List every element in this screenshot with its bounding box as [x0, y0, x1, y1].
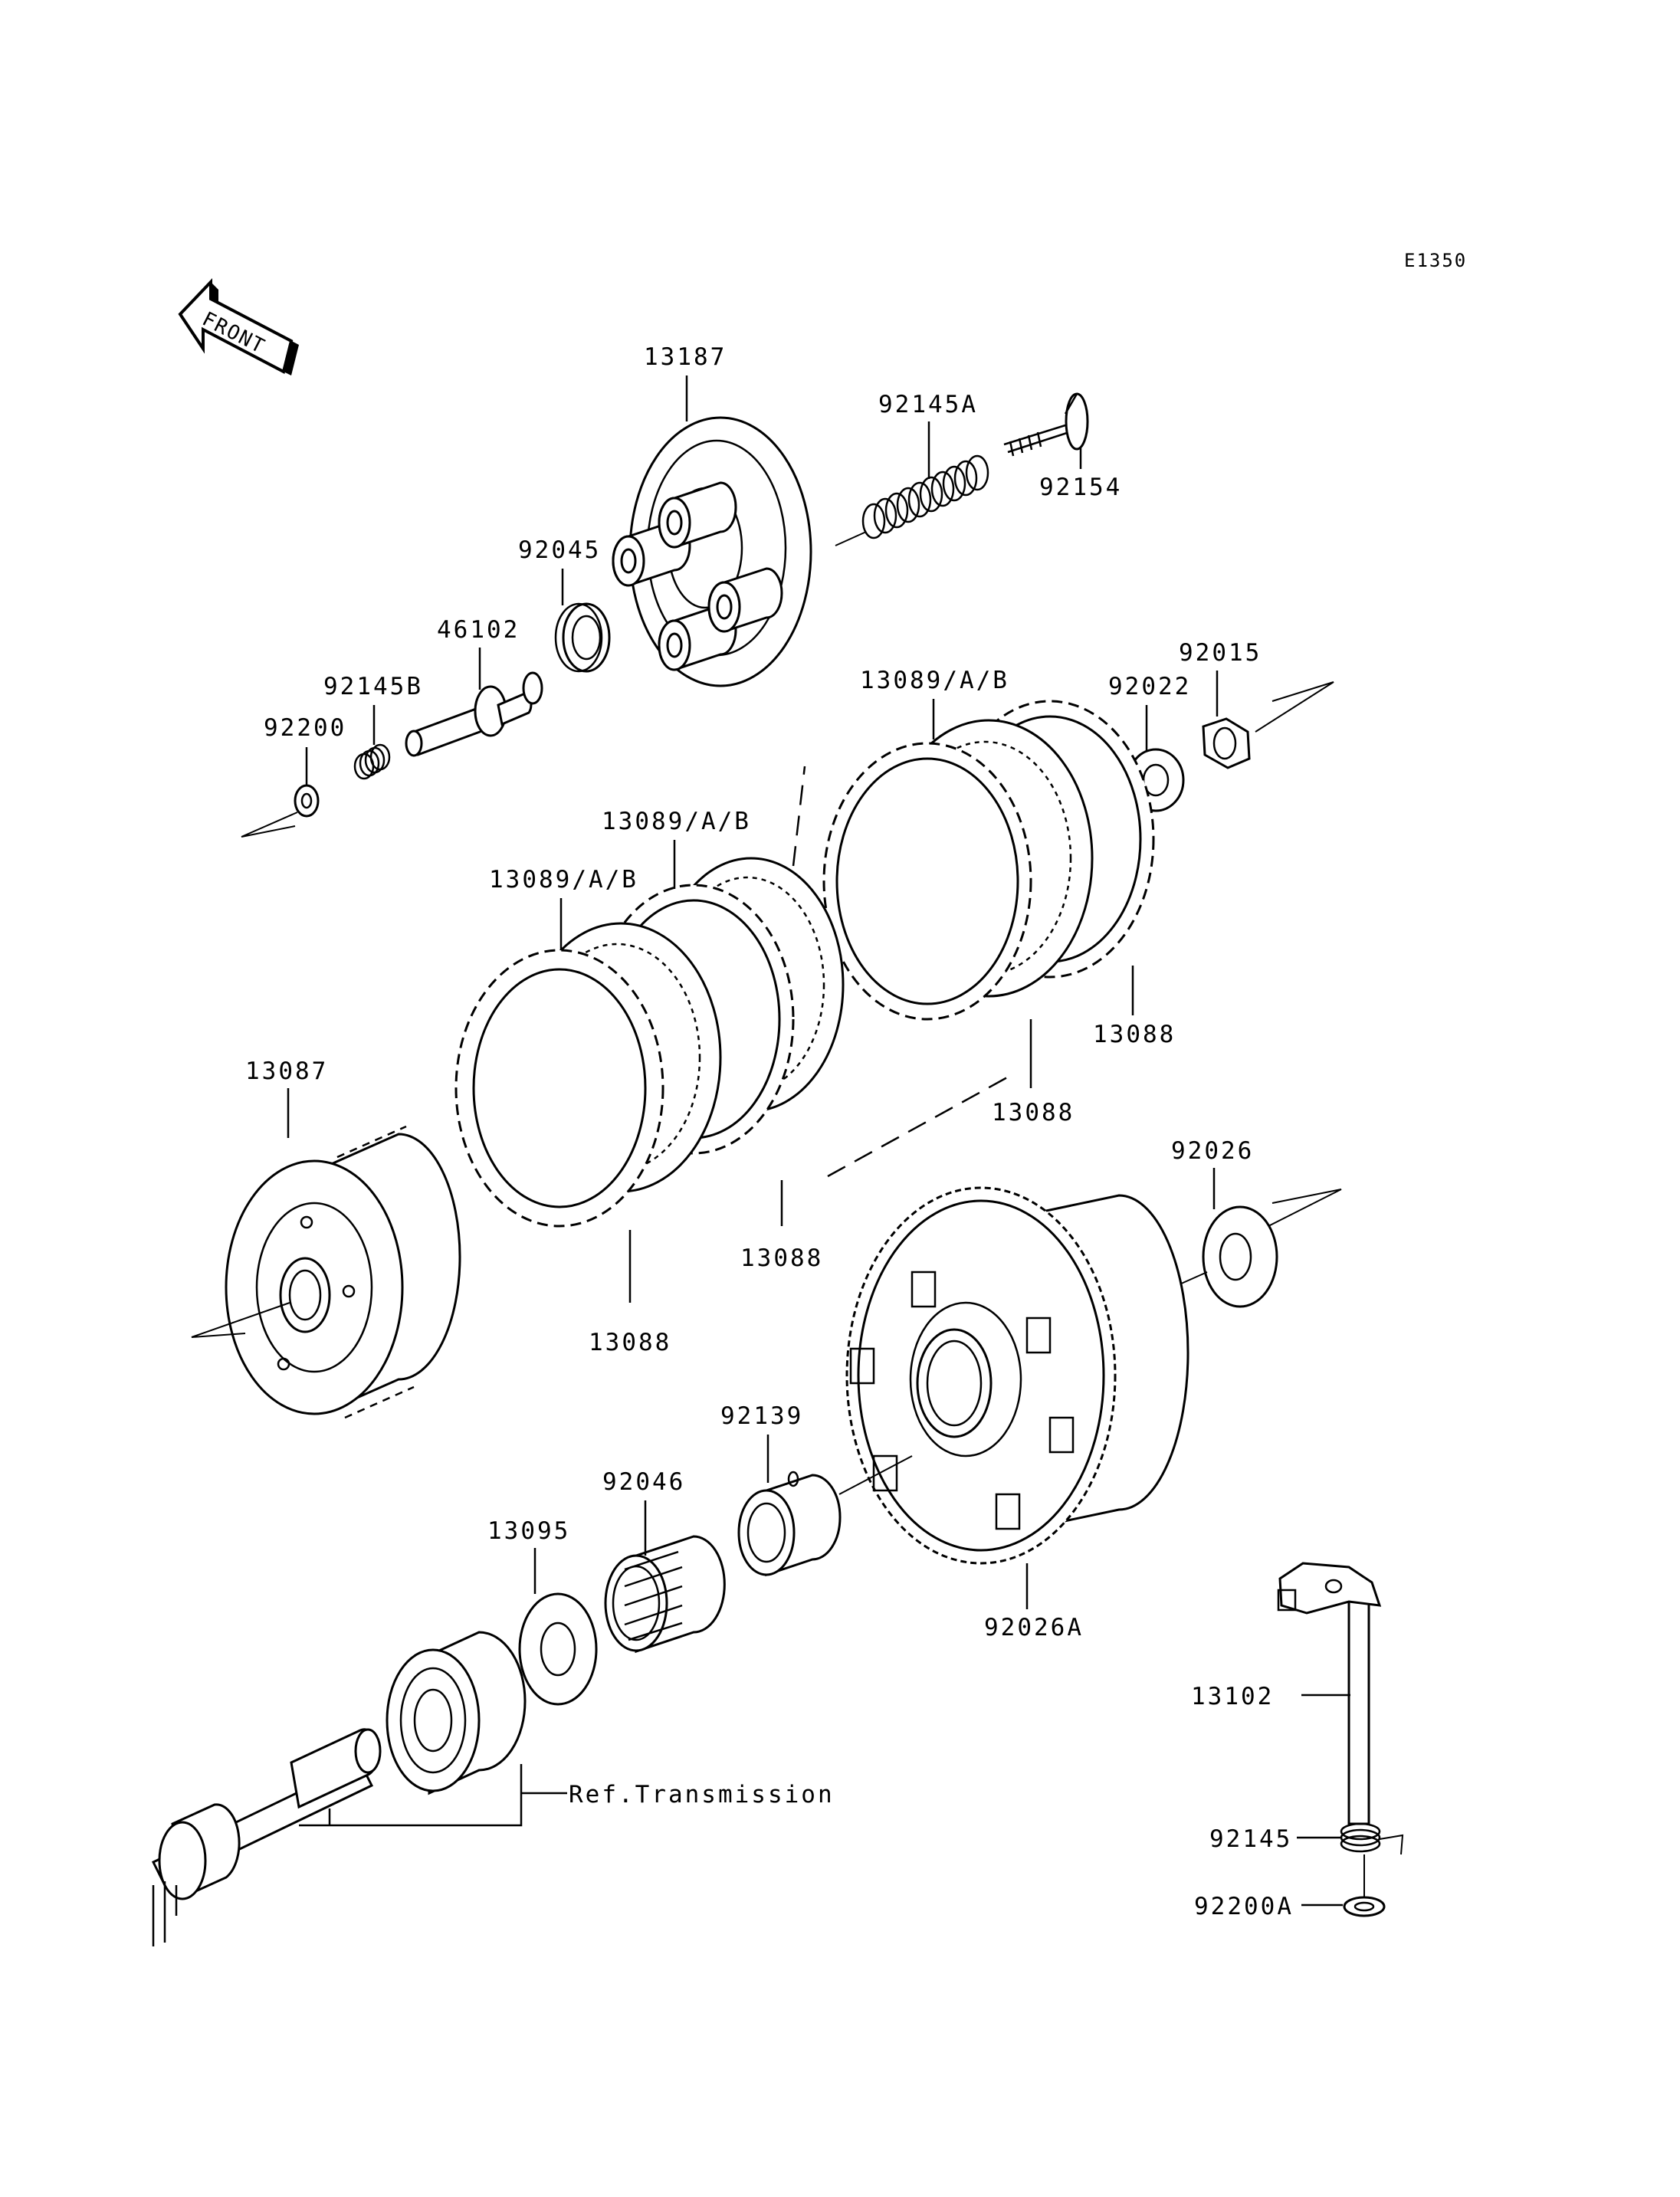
release-shaft-13102 [1277, 1562, 1382, 1825]
label-13088-mid-top: 13088 [992, 1099, 1075, 1126]
friction-plate-13088-front [454, 949, 664, 1228]
label-92045: 92045 [518, 536, 601, 564]
clutch-hub-13087 [191, 1125, 461, 1419]
label-92145B: 92145B [323, 673, 423, 700]
label-92022: 92022 [1108, 673, 1191, 700]
label-92145A: 92145A [878, 391, 978, 418]
washer-92026A [518, 1592, 598, 1706]
label-13089-mid: 13089/A/B [602, 808, 751, 835]
front-arrow-icon: FRONT [178, 278, 299, 375]
ref-transmission-label: Ref.Transmission [569, 1781, 835, 1808]
label-92015: 92015 [1179, 639, 1262, 667]
label-92026A: 13095 [487, 1517, 570, 1545]
label-92200A: 92200A [1194, 1893, 1294, 1920]
label-13089-top: 13089/A/B [860, 667, 1009, 694]
label-13089-front: 13089/A/B [489, 866, 638, 894]
label-13087: 13087 [245, 1058, 328, 1085]
sleeve-92139 [737, 1455, 913, 1577]
label-13095: 92026A [984, 1614, 1084, 1641]
label-13088-top: 13088 [1093, 1021, 1176, 1048]
friction-plate-13088-mid-top [822, 742, 1032, 1021]
label-13187: 13187 [644, 343, 727, 371]
label-46102: 46102 [437, 616, 520, 644]
label-13102: 13102 [1191, 1683, 1274, 1710]
bearing-92045 [554, 602, 611, 673]
diagram-code: E1350 [1404, 250, 1467, 271]
bolt-92154 [1003, 392, 1089, 457]
pushrod-46102 [405, 671, 543, 757]
needle-bearing-92046 [604, 1535, 726, 1654]
pressure-plate-13187 [612, 416, 812, 687]
transmission-bearing [386, 1631, 527, 1795]
washer-92200A [1343, 1896, 1386, 1917]
label-92145: 92145 [1209, 1825, 1292, 1853]
transmission-shaft [151, 1728, 382, 1946]
label-92139: 92139 [720, 1402, 803, 1430]
label-92026: 92026 [1171, 1137, 1254, 1165]
label-13088-front: 13088 [589, 1329, 671, 1356]
spring-92145 [1340, 1822, 1404, 1855]
label-92200: 92200 [264, 714, 346, 742]
clutch-housing-13095 [845, 1186, 1189, 1565]
washer-92026 [1172, 1189, 1342, 1308]
label-13088-mid: 13088 [740, 1244, 823, 1272]
label-92154: 92154 [1039, 474, 1122, 501]
label-92046: 92046 [602, 1468, 685, 1496]
washer-92200 [241, 784, 320, 838]
spring-92145B [353, 743, 391, 780]
spring-92145A [835, 454, 989, 546]
nut-92015 [1202, 681, 1334, 769]
